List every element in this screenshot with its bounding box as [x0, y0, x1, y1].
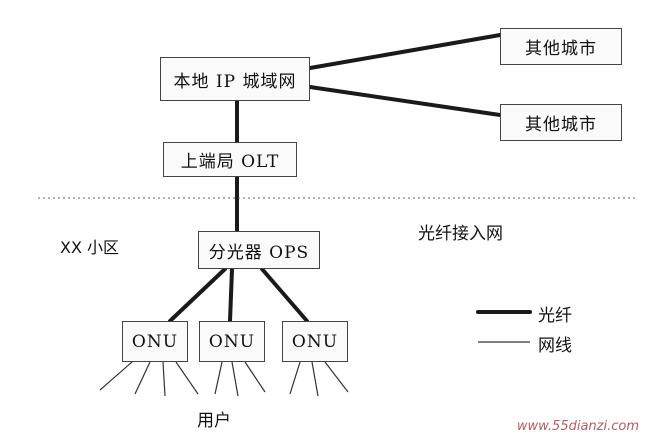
legend-cable-label: 网线 [538, 336, 572, 356]
node-onu-3: ONU [282, 321, 348, 362]
watermark-text: www.55dianzi.com [516, 419, 639, 434]
fiber-local-to-city1 [308, 33, 502, 70]
fiber-local-to-city2 [308, 85, 502, 117]
node-olt: 上端局 OLT [163, 142, 297, 177]
cable-onu3-a [289, 361, 301, 395]
cable-onu1-a [99, 361, 133, 391]
cable-onu2-a [214, 361, 223, 395]
fiber-ops-to-onu3 [260, 267, 309, 323]
node-local-ip-network: 本地 IP 城域网 [160, 57, 310, 101]
fiber-ops-to-onu1 [168, 267, 227, 323]
access-network-label: 光纤接入网 [418, 224, 503, 244]
cable-onu2-b [231, 361, 239, 397]
users-label: 用户 [197, 411, 231, 431]
cable-onu3-c [324, 361, 349, 393]
cable-onu1-c [162, 361, 166, 397]
fiber-ops-to-onu2 [228, 267, 234, 323]
cable-onu2-c [244, 361, 266, 393]
cable-onu1-b [134, 361, 151, 395]
node-other-city-1: 其他城市 [500, 28, 622, 65]
cable-onu3-b [311, 361, 319, 397]
node-ops-splitter: 分光器 OPS [198, 231, 320, 269]
node-other-city-2: 其他城市 [500, 104, 622, 141]
legend-fiber-label: 光纤 [538, 306, 572, 326]
node-onu-2: ONU [199, 321, 265, 362]
node-onu-1: ONU [122, 321, 188, 362]
cable-onu1-d [175, 361, 199, 395]
district-label: XX 小区 [60, 238, 120, 257]
